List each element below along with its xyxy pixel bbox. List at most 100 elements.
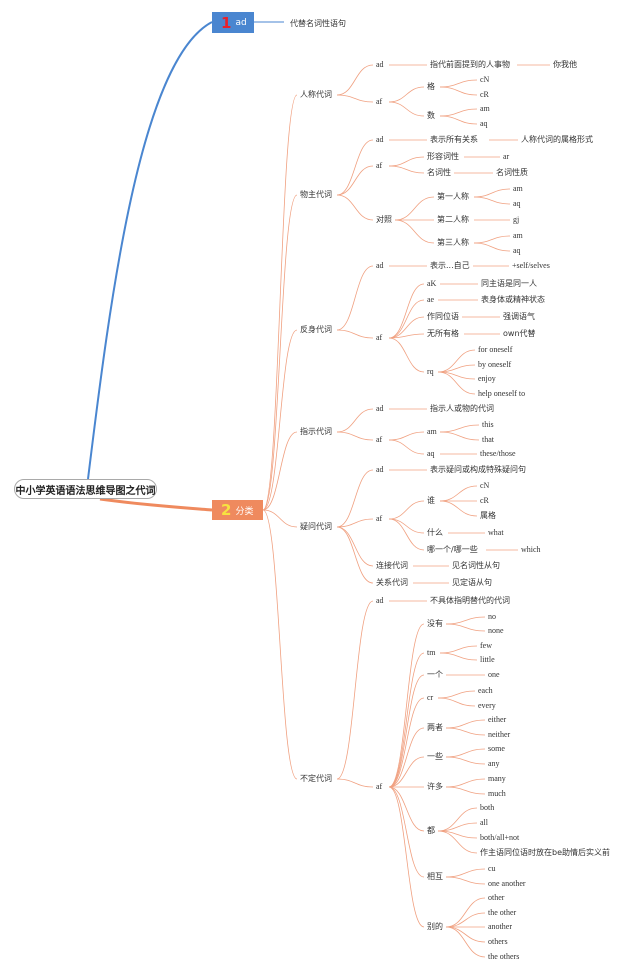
map-node-n07[interactable]: cN — [480, 75, 490, 84]
map-node-n79[interactable]: none — [488, 626, 504, 635]
map-node-n73[interactable]: 不定代词 — [300, 774, 332, 783]
map-node-n51[interactable]: af — [376, 435, 383, 444]
map-node-n27[interactable]: 第三人称 — [437, 238, 469, 247]
map-node-n87[interactable]: every — [478, 701, 496, 710]
map-node-n65[interactable]: 什么 — [427, 528, 443, 537]
map-node-n04[interactable]: 你我他 — [553, 60, 577, 69]
map-node-n55[interactable]: aq — [427, 449, 435, 458]
map-node-n108[interactable]: another — [488, 922, 512, 931]
map-node-n80[interactable]: tm — [427, 648, 436, 657]
map-node-n78[interactable]: no — [488, 612, 496, 621]
map-node-n101[interactable]: 作主语同位语时放在be助情后实义前 — [480, 848, 610, 857]
map-node-n104[interactable]: one another — [488, 879, 526, 888]
map-node-n02[interactable]: ad — [376, 60, 384, 69]
map-node-n97[interactable]: 都 — [427, 826, 435, 835]
map-node-n43[interactable]: rq — [427, 367, 434, 376]
map-node-n01[interactable]: 人称代词 — [300, 90, 332, 99]
map-node-n103[interactable]: cu — [488, 864, 496, 873]
map-node-n83[interactable]: 一个 — [427, 670, 443, 679]
map-node-n70[interactable]: 见名词性从句 — [452, 561, 500, 570]
map-node-n59[interactable]: 表示疑问或构成特殊疑问句 — [430, 465, 526, 474]
map-node-n63[interactable]: cR — [480, 496, 489, 505]
map-node-n41[interactable]: 无所有格 — [427, 329, 459, 338]
map-node-n20[interactable]: 名词性质 — [496, 168, 528, 177]
map-node-n23[interactable]: am — [513, 184, 523, 193]
branch-2-badge[interactable]: 2 分类 — [212, 500, 263, 520]
map-node-n30[interactable]: 反身代词 — [300, 325, 332, 334]
map-node-n75[interactable]: 不具体指明替代的代词 — [430, 596, 510, 605]
map-node-n54[interactable]: that — [482, 435, 494, 444]
map-node-n58[interactable]: ad — [376, 465, 384, 474]
map-node-n99[interactable]: all — [480, 818, 488, 827]
map-node-n81[interactable]: few — [480, 641, 492, 650]
map-node-n86[interactable]: each — [478, 686, 493, 695]
map-node-n72[interactable]: 见定语从句 — [452, 578, 492, 587]
map-node-n102[interactable]: 相互 — [427, 872, 443, 881]
map-node-n49[interactable]: ad — [376, 404, 384, 413]
map-node-n42[interactable]: own代替 — [503, 329, 536, 338]
map-node-n100[interactable]: both/all+not — [480, 833, 520, 842]
map-node-n39[interactable]: 作同位语 — [427, 312, 459, 321]
map-node-n28[interactable]: am — [513, 231, 523, 240]
map-node-n25[interactable]: 第二人称 — [437, 215, 469, 224]
map-node-n06[interactable]: 格 — [427, 82, 435, 91]
map-node-n40[interactable]: 强调语气 — [503, 312, 535, 321]
map-node-n26[interactable]: gj — [513, 215, 520, 224]
map-node-n66[interactable]: what — [488, 528, 504, 537]
map-node-n74[interactable]: ad — [376, 596, 384, 605]
map-node-n52[interactable]: am — [427, 427, 437, 436]
map-node-n71[interactable]: 关系代词 — [376, 578, 408, 587]
map-node-n68[interactable]: which — [521, 545, 541, 554]
map-node-n21[interactable]: 对照 — [376, 215, 392, 224]
map-node-n35[interactable]: aK — [427, 279, 437, 288]
map-node-n94[interactable]: 许多 — [427, 782, 443, 791]
map-node-n11[interactable]: aq — [480, 119, 488, 128]
map-node-n38[interactable]: 表身体或精神状态 — [481, 295, 545, 304]
map-node-n53[interactable]: this — [482, 420, 494, 429]
root-node[interactable]: 中小学英语语法思维导图之代词 — [14, 479, 157, 499]
map-node-n17[interactable]: 形容词性 — [427, 152, 459, 161]
map-node-n82[interactable]: little — [480, 655, 495, 664]
map-node-n77[interactable]: 没有 — [427, 619, 443, 628]
map-node-n18[interactable]: ar — [503, 152, 510, 161]
map-node-n05[interactable]: af — [376, 97, 383, 106]
map-node-n93[interactable]: any — [488, 759, 500, 768]
map-node-n109[interactable]: others — [488, 937, 508, 946]
map-node-n62[interactable]: cN — [480, 481, 490, 490]
map-node-n15[interactable]: 人称代词的属格形式 — [521, 135, 593, 144]
map-node-n32[interactable]: 表示...自己 — [430, 261, 470, 270]
map-node-n50[interactable]: 指示人或物的代词 — [430, 404, 494, 413]
map-node-n03[interactable]: 指代前面提到的人事物 — [430, 60, 510, 69]
map-node-n96[interactable]: much — [488, 789, 506, 798]
map-node-n91[interactable]: 一些 — [427, 752, 443, 761]
map-node-n33[interactable]: +self/selves — [512, 261, 550, 270]
map-node-n61[interactable]: 谁 — [427, 496, 435, 505]
map-node-n10[interactable]: am — [480, 104, 490, 113]
map-node-n95[interactable]: many — [488, 774, 506, 783]
map-node-n107[interactable]: the other — [488, 908, 517, 917]
map-node-n56[interactable]: these/those — [480, 449, 516, 458]
map-node-n84[interactable]: one — [488, 670, 500, 679]
map-node-n76[interactable]: af — [376, 782, 383, 791]
map-node-n14[interactable]: 表示所有关系 — [430, 135, 478, 144]
map-node-n88[interactable]: 两者 — [427, 723, 443, 732]
map-node-n90[interactable]: neither — [488, 730, 511, 739]
map-node-n60[interactable]: af — [376, 514, 383, 523]
branch-1-badge[interactable]: 1 ad — [212, 12, 254, 33]
map-node-n45[interactable]: by oneself — [478, 360, 512, 369]
map-node-n85[interactable]: cr — [427, 693, 434, 702]
map-node-n110[interactable]: the others — [488, 952, 520, 961]
map-node-n16[interactable]: af — [376, 161, 383, 170]
map-node-n47[interactable]: help oneself to — [478, 389, 526, 398]
map-node-n13[interactable]: ad — [376, 135, 384, 144]
map-node-n92[interactable]: some — [488, 744, 505, 753]
map-node-n09[interactable]: 数 — [427, 111, 435, 120]
map-node-n24[interactable]: aq — [513, 199, 521, 208]
map-node-n36[interactable]: 同主语是同一人 — [481, 279, 537, 288]
map-node-n57[interactable]: 疑问代词 — [300, 522, 332, 531]
map-node-n19[interactable]: 名词性 — [427, 168, 451, 177]
map-node-n37[interactable]: ae — [427, 295, 435, 304]
map-node-n31[interactable]: ad — [376, 261, 384, 270]
map-node-n34[interactable]: af — [376, 333, 383, 342]
map-node-n29[interactable]: aq — [513, 246, 521, 255]
